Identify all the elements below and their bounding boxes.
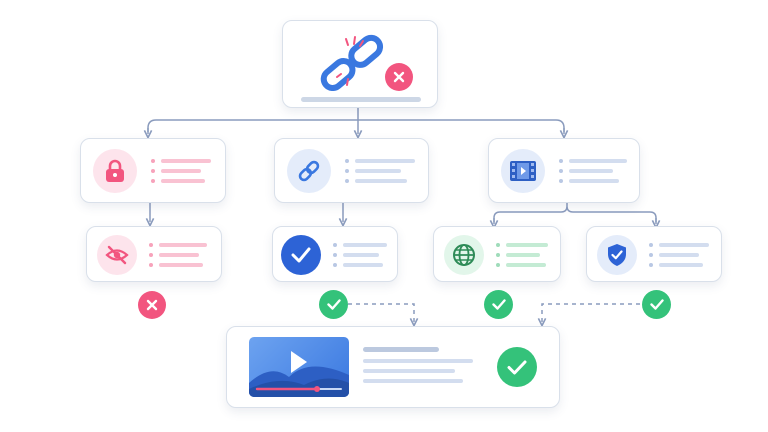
list-line [569, 179, 619, 183]
list-line [355, 179, 407, 183]
list-dot [149, 263, 153, 267]
link-icon-circle [287, 149, 331, 193]
list-line [159, 263, 203, 267]
list-line [343, 263, 383, 267]
close-icon [393, 71, 405, 83]
connector-video-split [493, 203, 657, 222]
list-line [159, 243, 207, 247]
list-line [569, 169, 613, 173]
video-player-result-card [226, 326, 560, 408]
checkmark-icon [649, 299, 664, 310]
globe-icon-circle [444, 235, 484, 275]
list-dot [649, 253, 653, 257]
globe-icon [453, 244, 475, 266]
error-badge [385, 63, 413, 91]
list-dot [496, 253, 500, 257]
caption-line [301, 97, 421, 102]
verified-card [272, 226, 398, 282]
list-dot [649, 243, 653, 247]
locked-content-card [80, 138, 226, 203]
list-line [506, 253, 540, 257]
list-dot [333, 243, 337, 247]
list-line [161, 169, 201, 173]
list-line [506, 263, 546, 267]
list-dot [345, 169, 349, 173]
link-card [274, 138, 429, 203]
list-line [343, 243, 387, 247]
video-file-icon-circle [501, 149, 545, 193]
list-dot [333, 263, 337, 267]
list-dot [649, 263, 653, 267]
video-file-card [488, 138, 640, 203]
video-player-thumbnail [249, 337, 349, 397]
eye-off-icon-circle [97, 235, 137, 275]
list-line [569, 159, 627, 163]
list-dot [559, 179, 563, 183]
list-dot [496, 263, 500, 267]
list-dot [345, 159, 349, 163]
list-dot [559, 159, 563, 163]
success-badge [319, 290, 348, 319]
error-badge [138, 291, 166, 319]
text-line [363, 369, 455, 373]
list-dot [496, 243, 500, 247]
checkmark-icon [326, 299, 341, 310]
text-line [363, 379, 463, 383]
list-line [343, 253, 379, 257]
list-dot [151, 169, 155, 173]
connector-root-split [147, 119, 565, 132]
checkmark-icon [491, 299, 506, 310]
broken-link-icon [320, 34, 384, 91]
list-line [659, 263, 703, 267]
list-line [161, 159, 211, 163]
list-line [355, 159, 415, 163]
close-icon [146, 299, 158, 311]
list-line [506, 243, 548, 247]
list-line [159, 253, 199, 257]
success-badge [497, 347, 537, 387]
checkmark-icon [507, 360, 527, 374]
list-line [161, 179, 205, 183]
padlock-icon-circle [93, 149, 137, 193]
list-dot [151, 159, 155, 163]
success-badge [642, 290, 671, 319]
success-badge [484, 290, 513, 319]
list-dot [559, 169, 563, 173]
eye-off-icon [105, 245, 129, 265]
shield-check-icon [608, 244, 626, 266]
list-dot [151, 179, 155, 183]
checkmark-icon-circle [281, 235, 321, 275]
text-line [363, 359, 473, 363]
broken-link-card [282, 20, 438, 108]
list-line [659, 253, 699, 257]
link-icon [298, 160, 320, 182]
list-dot [345, 179, 349, 183]
list-dot [149, 253, 153, 257]
list-dot [333, 253, 337, 257]
connector-dashed-shield-to-result [542, 303, 640, 322]
padlock-icon [106, 159, 124, 182]
video-file-icon [510, 161, 536, 181]
checkmark-icon [291, 247, 311, 263]
shield-icon-circle [597, 235, 637, 275]
connector-dashed-verified-to-result [348, 303, 414, 322]
list-dot [149, 243, 153, 247]
globe-card [433, 226, 561, 282]
list-line [659, 243, 709, 247]
list-line [355, 169, 401, 173]
hidden-content-card [86, 226, 222, 282]
shield-card [586, 226, 722, 282]
text-line [363, 347, 439, 352]
video-player-icon [249, 351, 349, 397]
